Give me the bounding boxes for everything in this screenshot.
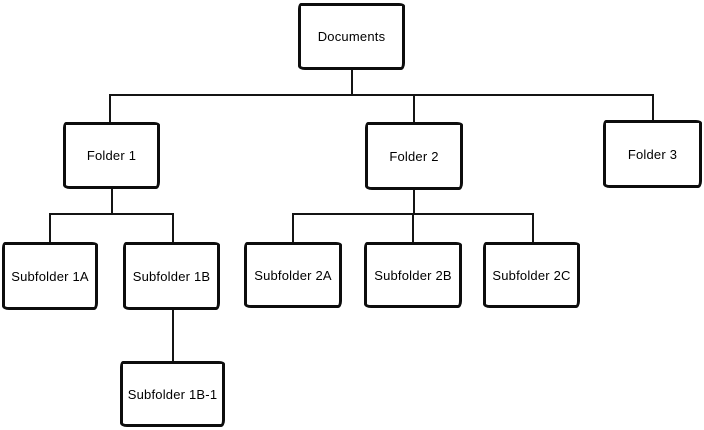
connector-subfolder1b-to-1b1 <box>172 310 174 361</box>
node-folder-3: Folder 3 <box>603 120 702 188</box>
connector-drop-folder2 <box>413 94 415 122</box>
connector-level1-horizontal <box>109 94 654 96</box>
node-subfolder-2a: Subfolder 2A <box>244 242 342 308</box>
connector-drop-subfolder2a <box>292 213 294 242</box>
node-folder-2-label: Folder 2 <box>389 148 439 164</box>
node-subfolder-2c: Subfolder 2C <box>483 242 580 308</box>
connector-folder1-horizontal <box>49 213 174 215</box>
node-folder-3-label: Folder 3 <box>627 146 678 162</box>
node-subfolder-1a: Subfolder 1A <box>2 242 98 310</box>
connector-drop-subfolder1a <box>49 213 51 242</box>
connector-documents-riser <box>351 70 353 96</box>
connector-drop-subfolder2b <box>412 213 414 242</box>
node-documents: Documents <box>298 3 405 70</box>
node-folder-1-label: Folder 1 <box>86 148 137 163</box>
connector-drop-subfolder2c <box>532 213 534 242</box>
node-subfolder-2b: Subfolder 2B <box>364 242 462 308</box>
node-documents-label: Documents <box>317 29 386 44</box>
node-subfolder-1b-label: Subfolder 1B <box>132 268 211 284</box>
node-subfolder-2c-label: Subfolder 2C <box>492 267 571 283</box>
node-subfolder-1b-1-label: Subfolder 1B-1 <box>127 386 218 402</box>
node-subfolder-1a-label: Subfolder 1A <box>11 268 89 284</box>
connector-drop-folder1 <box>109 94 111 122</box>
connector-folder2-riser <box>413 190 415 215</box>
node-subfolder-2b-label: Subfolder 2B <box>374 267 452 283</box>
node-subfolder-2a-label: Subfolder 2A <box>254 267 332 283</box>
connector-folder1-riser <box>111 189 113 215</box>
node-folder-1: Folder 1 <box>63 122 160 189</box>
connector-drop-subfolder1b <box>172 213 174 242</box>
node-subfolder-1b-1: Subfolder 1B-1 <box>120 361 225 427</box>
node-folder-2: Folder 2 <box>365 122 463 190</box>
connector-drop-folder3 <box>652 94 654 120</box>
node-subfolder-1b: Subfolder 1B <box>123 242 220 310</box>
